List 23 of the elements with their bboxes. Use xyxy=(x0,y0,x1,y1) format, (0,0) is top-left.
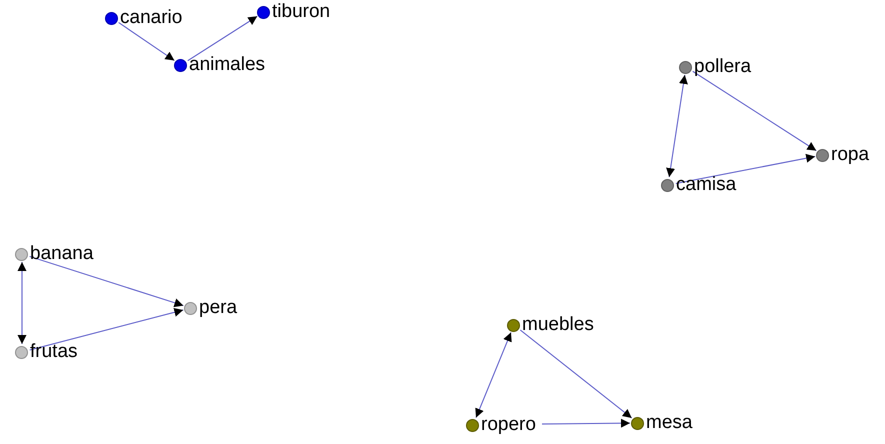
arrow xyxy=(666,74,688,178)
node-label: muebles xyxy=(522,315,594,335)
arrow xyxy=(520,329,632,419)
node-label: tiburon xyxy=(272,2,330,22)
node-label: ropa xyxy=(831,145,870,165)
node-label: mesa xyxy=(646,413,692,433)
node-label: frutas xyxy=(30,342,78,362)
arrow xyxy=(29,256,184,308)
arrow xyxy=(542,418,630,428)
arrow xyxy=(475,332,512,418)
node-label: animales xyxy=(189,55,266,75)
node-label: canario xyxy=(120,8,182,28)
node-label: ropero xyxy=(481,415,536,435)
arrow xyxy=(187,16,258,62)
node-label: banana xyxy=(30,244,94,264)
node-label: camisa xyxy=(676,175,736,195)
arrow xyxy=(675,154,816,184)
node-label: pera xyxy=(199,298,238,318)
arrow xyxy=(118,22,175,61)
arrow xyxy=(18,262,26,344)
node-label: pollera xyxy=(694,57,752,77)
arrow xyxy=(29,308,184,350)
arrow xyxy=(692,70,817,152)
